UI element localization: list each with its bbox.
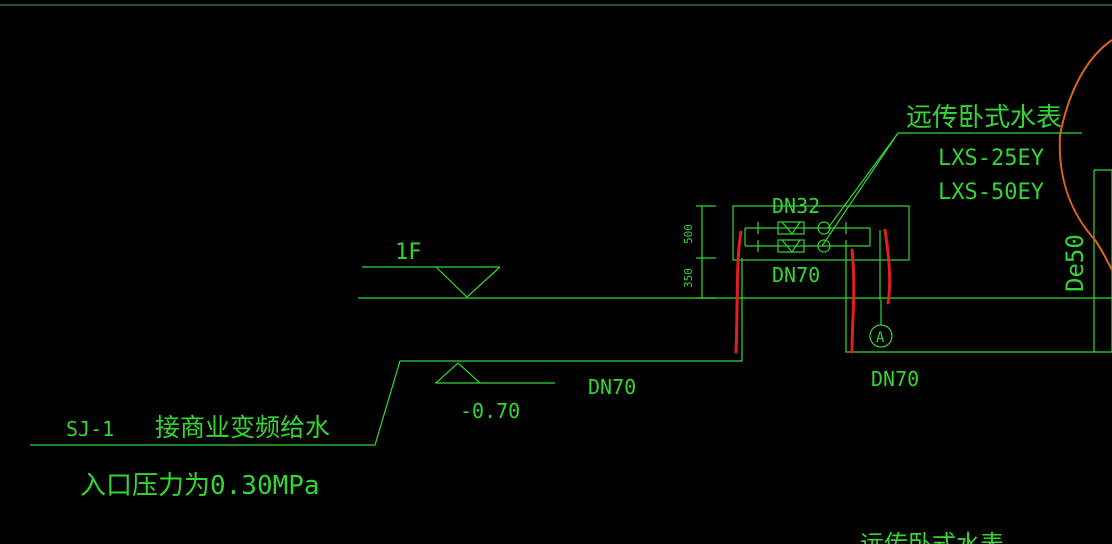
label-dim-350: 350 (682, 268, 695, 288)
red-markup-right (883, 228, 892, 305)
meter-box (732, 205, 910, 261)
level-marker-ground-triangle (435, 362, 481, 384)
label-bottom-partial: 远传卧式水表 (860, 530, 1004, 544)
label-ground-level: -0.70 (460, 399, 520, 423)
red-markup-middle (850, 248, 856, 354)
label-meter-model-2: LXS-50EY (938, 180, 1044, 205)
water-meter-upper (817, 221, 831, 235)
drawing-labels: 1F 远传卧式水表 LXS-25EY LXS-50EY DN32 DN70 DN… (66, 103, 1089, 544)
strainer-lower (777, 239, 805, 253)
strainer-upper-mark (781, 221, 801, 236)
supply-pipe-main (30, 258, 743, 446)
strainer-upper (777, 221, 805, 235)
label-meter-title: 远传卧式水表 (906, 103, 1062, 133)
label-pipe-de50: De50 (1061, 234, 1089, 292)
label-pipe-dn70-mid: DN70 (588, 375, 636, 399)
water-meter-lower (817, 239, 831, 253)
meter-leader-1 (827, 132, 899, 229)
strainer-lower-mark (781, 239, 801, 254)
label-supply-desc: 接商业变频给水 (155, 413, 330, 442)
pipe-lines (30, 132, 1112, 446)
label-meter-model-1: LXS-25EY (938, 146, 1044, 171)
label-dim-500: 500 (682, 224, 695, 244)
label-pipe-dn32: DN32 (772, 194, 820, 218)
meter-leader-2 (821, 132, 899, 247)
label-floor-level: 1F (395, 240, 422, 265)
label-supply-id: SJ-1 (66, 417, 114, 441)
label-circle-tag: A (876, 330, 885, 346)
label-pipe-dn70-meter: DN70 (772, 263, 820, 287)
orange-revision-cloud (1058, 39, 1112, 271)
red-markup-left (734, 230, 743, 354)
label-pipe-dn70-right: DN70 (871, 367, 919, 391)
red-markups (734, 228, 892, 354)
label-inlet-pressure: 入口压力为0.30MPa (80, 471, 320, 501)
outlet-pipe (845, 252, 1112, 353)
level-marker-1f-triangle (435, 266, 501, 298)
